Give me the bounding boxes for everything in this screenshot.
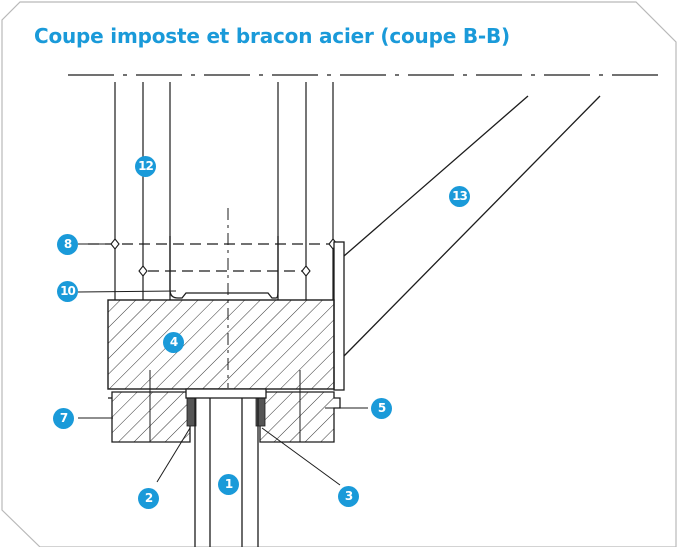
clip-profile	[169, 236, 279, 299]
callout-7: 7	[53, 408, 74, 429]
callout-2: 2	[138, 488, 159, 509]
timber-transom	[107, 299, 335, 390]
steel-brace	[333, 95, 601, 391]
callout-1: 1	[218, 474, 239, 495]
page-title: Coupe imposte et bracon acier (coupe B-B…	[34, 24, 510, 48]
callout-12: 12	[135, 156, 156, 177]
glazing-verticals	[114, 82, 334, 300]
timber-block-left	[108, 391, 191, 443]
dashed-lines	[88, 243, 334, 272]
callout-4: 4	[163, 332, 184, 353]
callout-8: 8	[57, 234, 78, 255]
callout-3: 3	[338, 486, 359, 507]
steel-post	[185, 388, 267, 547]
callout-5: 5	[371, 398, 392, 419]
callout-13: 13	[449, 186, 470, 207]
callout-10: 10	[57, 281, 78, 302]
fixing-lines	[149, 370, 301, 442]
leader-lines	[77, 243, 368, 486]
